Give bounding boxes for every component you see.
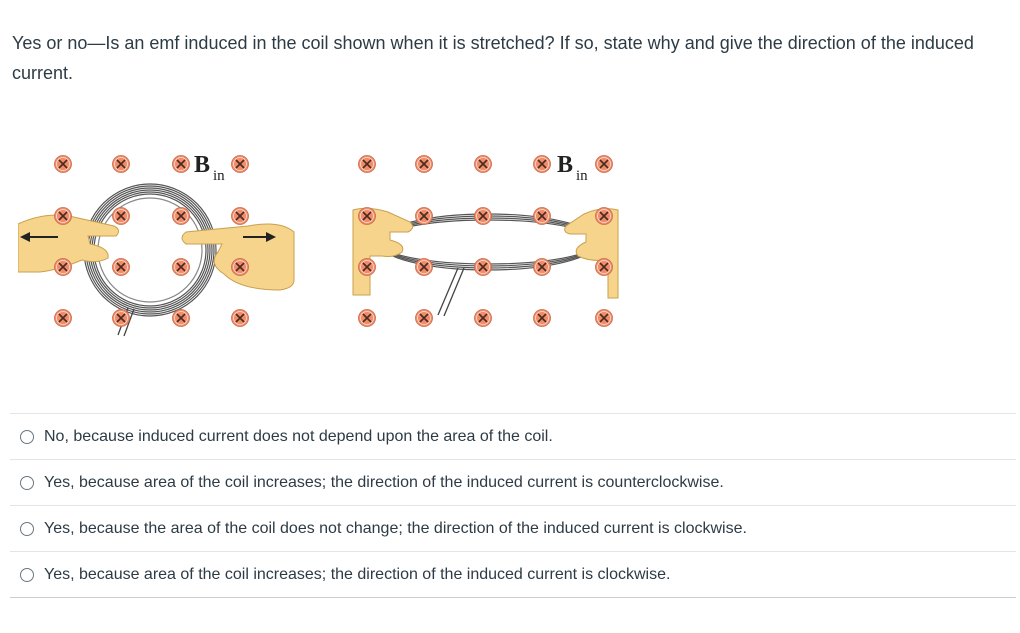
answer-option-1[interactable]: No, because induced current does not dep… xyxy=(10,414,1016,460)
answer-list: No, because induced current does not dep… xyxy=(10,413,1016,598)
right-panel-right-hand xyxy=(564,208,619,299)
left-field-sub: in xyxy=(213,168,225,184)
answer-label: Yes, because the area of the coil does n… xyxy=(44,519,747,537)
coil-figure: B in xyxy=(17,140,628,340)
right-field-sub: in xyxy=(576,168,588,184)
right-panel: B in xyxy=(352,152,619,328)
answer-label: No, because induced current does not dep… xyxy=(44,427,553,445)
answer-label: Yes, because area of the coil increases;… xyxy=(44,565,671,583)
left-panel: B in xyxy=(17,152,295,337)
radio-button[interactable] xyxy=(20,475,34,490)
radio-button[interactable] xyxy=(20,567,34,582)
right-hand xyxy=(181,223,295,291)
answer-option-3[interactable]: Yes, because the area of the coil does n… xyxy=(10,506,1016,552)
answer-option-2[interactable]: Yes, because area of the coil increases;… xyxy=(10,460,1016,506)
question-text: Yes or no—Is an emf induced in the coil … xyxy=(12,33,974,83)
left-hand xyxy=(17,214,120,273)
radio-button[interactable] xyxy=(20,429,34,444)
answer-label: Yes, because area of the coil increases;… xyxy=(44,473,724,491)
right-field-label: B xyxy=(557,152,573,178)
left-field-label: B xyxy=(194,152,210,178)
answer-option-4[interactable]: Yes, because area of the coil increases;… xyxy=(10,552,1016,598)
coil-diagram: B in xyxy=(17,152,619,337)
radio-button[interactable] xyxy=(20,521,34,536)
